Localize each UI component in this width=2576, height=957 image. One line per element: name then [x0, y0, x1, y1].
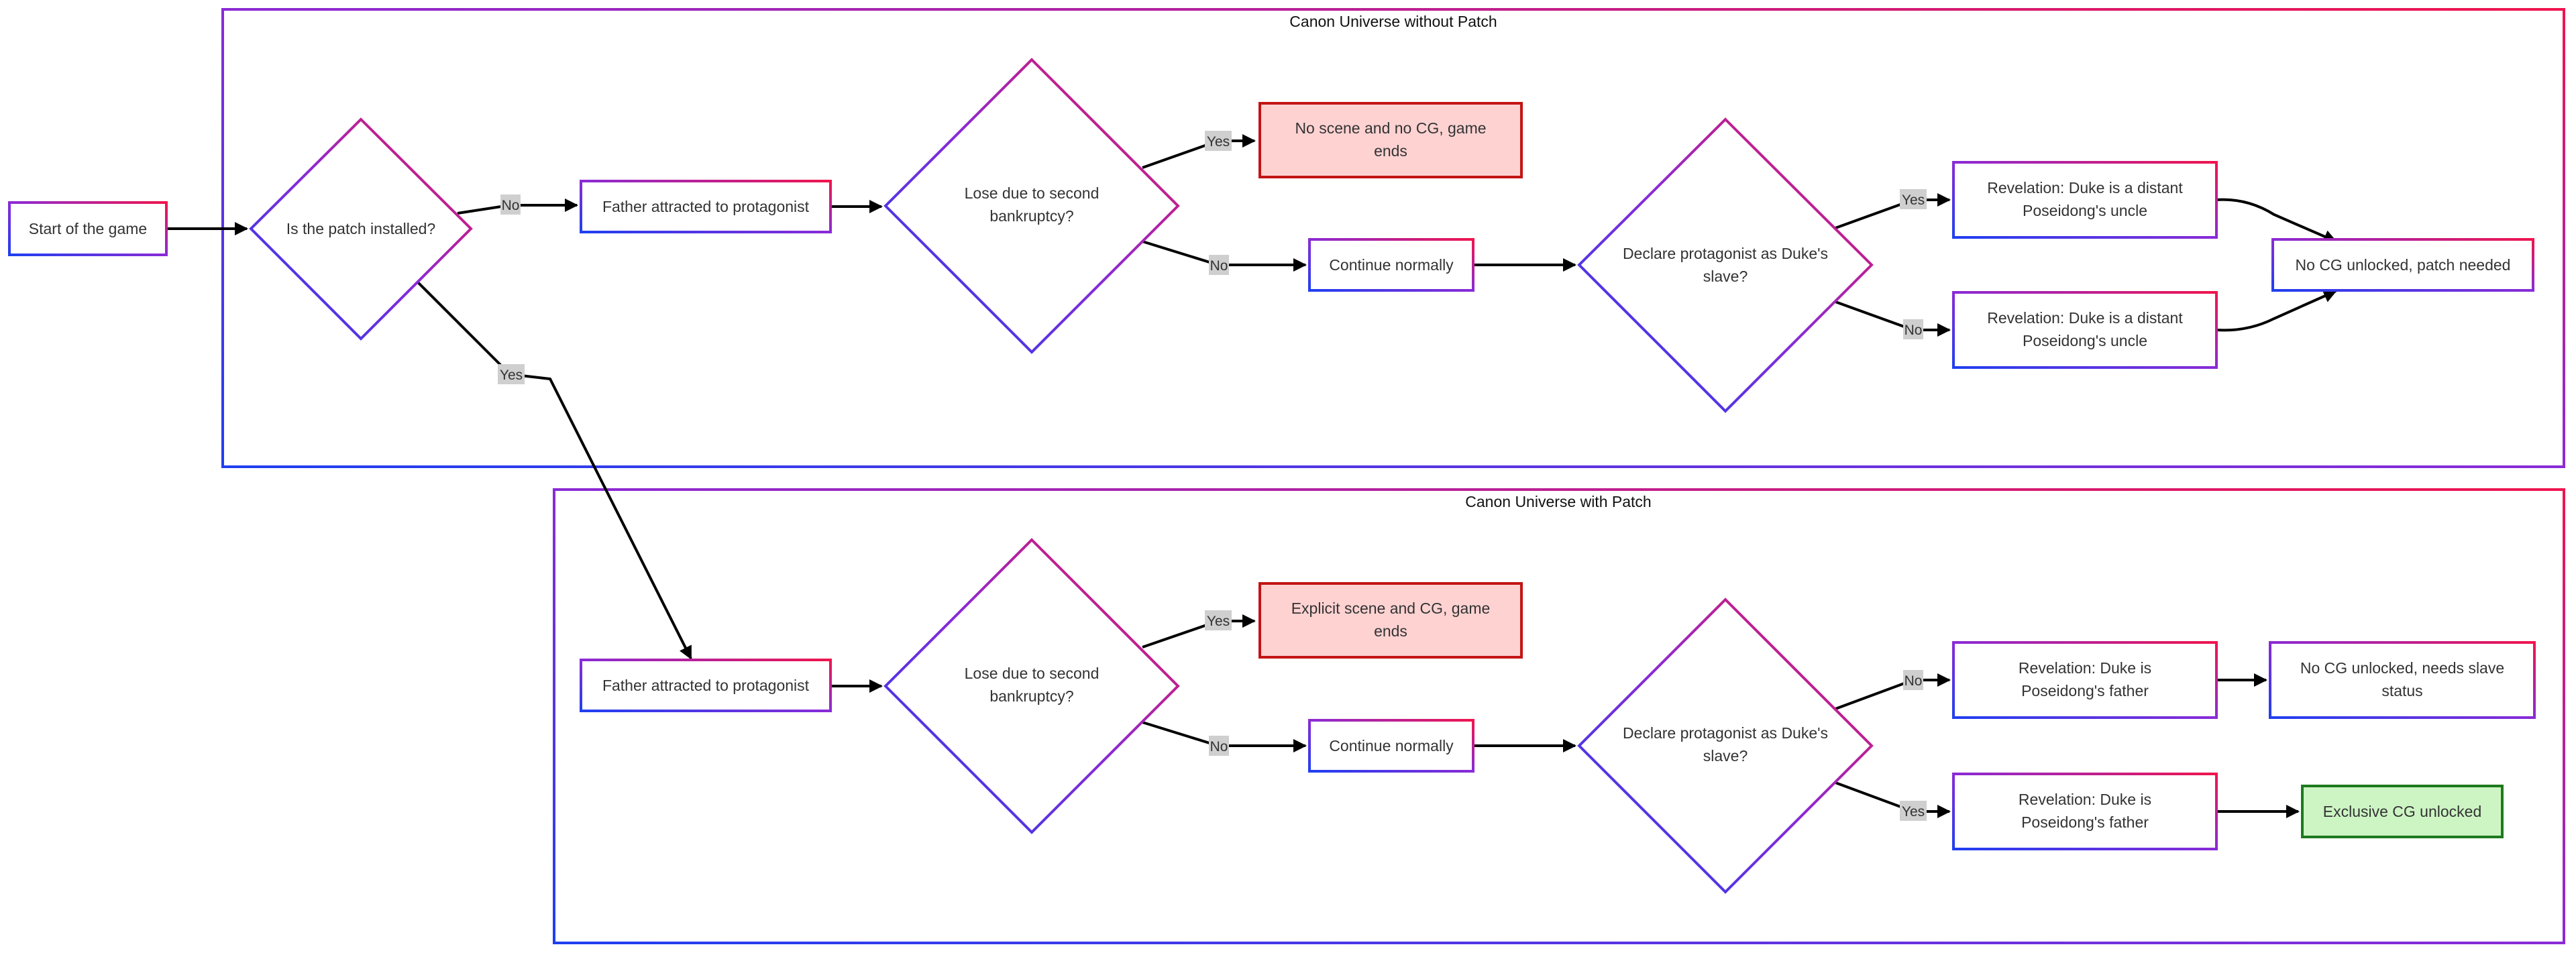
node-np-revelation-yes: Revelation: Duke is a distant Poseidong'…: [1952, 161, 2218, 239]
node-wp-revelation-no-line1: Revelation: Duke is: [2019, 659, 2151, 677]
node-np-game-ends: No scene and no CG, game ends: [1258, 102, 1523, 178]
node-np-revelation-yes-line2: Poseidong's uncle: [2023, 202, 2147, 219]
edge-label-wp-declare-yes: Yes: [1900, 801, 1927, 821]
node-start: Start of the game: [8, 201, 168, 256]
node-wp-result-no: No CG unlocked, needs slave status: [2269, 641, 2536, 719]
node-np-result-label: No CG unlocked, patch needed: [2296, 256, 2511, 274]
edge-label-wp-lose-no: No: [1209, 736, 1229, 756]
edge-np-lose-yes: [1142, 134, 1256, 169]
group-with-patch-title: Canon Universe with Patch: [1465, 493, 1651, 510]
node-wp-result-yes: Exclusive CG unlocked: [2301, 785, 2504, 838]
edge-patch-yes: [416, 280, 692, 660]
group-without-patch-title: Canon Universe without Patch: [1289, 13, 1497, 30]
node-np-father-attracted-label: Father attracted to protagonist: [602, 198, 810, 215]
svg-text:No: No: [1210, 258, 1228, 274]
node-np-game-ends-line1: No scene and no CG, game: [1295, 119, 1486, 137]
svg-text:No: No: [1210, 739, 1228, 754]
svg-text:No: No: [502, 198, 520, 213]
node-wp-game-ends-line2: ends: [1374, 622, 1407, 640]
svg-text:Yes: Yes: [1207, 614, 1230, 629]
node-wp-revelation-yes-line2: Poseidong's father: [2021, 813, 2149, 831]
edge-wp-declare-no: [1835, 673, 1951, 710]
decision-np-declare-line1: Declare protagonist as Duke's: [1623, 245, 1828, 262]
edge-np-rev-yes-to-result: [2216, 198, 2337, 243]
node-start-label: Start of the game: [29, 220, 147, 237]
svg-text:Yes: Yes: [1207, 134, 1230, 150]
svg-text:No: No: [1904, 323, 1923, 338]
node-np-father-attracted: Father attracted to protagonist: [580, 180, 832, 233]
edge-wp-lose-yes: [1142, 614, 1256, 649]
node-wp-game-ends: Explicit scene and CG, game ends: [1258, 582, 1523, 659]
decision-wp-declare-slave: Declare protagonist as Duke's slave?: [1577, 598, 1874, 894]
group-with-patch: Canon Universe with Patch: [553, 488, 2565, 944]
decision-np-declare-slave: Declare protagonist as Duke's slave?: [1577, 117, 1874, 413]
node-wp-father-attracted: Father attracted to protagonist: [580, 659, 832, 712]
decision-wp-declare-line2: slave?: [1703, 747, 1748, 765]
node-np-revelation-yes-line1: Revelation: Duke is a distant: [1987, 179, 2183, 196]
edge-np-declare-no: [1835, 300, 1951, 337]
edge-label-patch-no: No: [500, 194, 521, 215]
edge-label-wp-declare-no: No: [1903, 670, 1923, 690]
edge-labels: No Yes Yes No Yes No Yes No: [498, 131, 1927, 821]
decision-patch-installed-label: Is the patch installed?: [286, 220, 435, 237]
node-np-revelation-no-line2: Poseidong's uncle: [2023, 332, 2147, 349]
node-wp-revelation-no: Revelation: Duke is Poseidong's father: [1952, 641, 2218, 719]
edge-label-np-declare-no: No: [1903, 319, 1923, 339]
edge-wp-declare-yes: [1835, 781, 1951, 818]
node-wp-revelation-yes: Revelation: Duke is Poseidong's father: [1952, 773, 2218, 850]
edge-np-rev-no-to-result: [2216, 290, 2337, 332]
node-wp-result-no-line1: No CG unlocked, needs slave: [2300, 659, 2504, 677]
edge-label-np-declare-yes: Yes: [1900, 189, 1927, 209]
edge-label-np-lose-no: No: [1209, 255, 1229, 275]
node-np-game-ends-line2: ends: [1374, 142, 1407, 160]
decision-wp-lose-bankruptcy: Lose due to second bankruptcy?: [883, 538, 1180, 834]
svg-text:Yes: Yes: [500, 368, 523, 383]
decision-np-lose-bankruptcy: Lose due to second bankruptcy?: [883, 58, 1180, 354]
decision-patch-installed: Is the patch installed?: [249, 117, 473, 341]
node-np-revelation-no-line1: Revelation: Duke is a distant: [1987, 309, 2183, 327]
edge-label-np-lose-yes: Yes: [1205, 131, 1232, 151]
decision-np-lose-line2: bankruptcy?: [989, 207, 1073, 225]
svg-text:No: No: [1904, 673, 1923, 689]
decision-np-lose-line1: Lose due to second: [965, 184, 1099, 202]
node-wp-result-no-line2: status: [2381, 682, 2422, 699]
node-np-revelation-no: Revelation: Duke is a distant Poseidong'…: [1952, 291, 2218, 369]
node-np-continue-normally: Continue normally: [1308, 238, 1474, 292]
decision-wp-declare-line1: Declare protagonist as Duke's: [1623, 724, 1828, 742]
node-wp-revelation-no-line2: Poseidong's father: [2021, 682, 2149, 699]
group-without-patch: Canon Universe without Patch: [221, 8, 2565, 468]
decision-np-declare-line2: slave?: [1703, 268, 1748, 285]
svg-text:Yes: Yes: [1902, 804, 1925, 820]
node-np-result: No CG unlocked, patch needed: [2271, 238, 2534, 292]
node-wp-continue-label: Continue normally: [1329, 737, 1454, 754]
edge-label-wp-lose-yes: Yes: [1205, 610, 1232, 630]
node-wp-continue-normally: Continue normally: [1308, 719, 1474, 773]
node-wp-result-yes-label: Exclusive CG unlocked: [2323, 803, 2482, 820]
node-np-continue-label: Continue normally: [1329, 256, 1454, 274]
decision-wp-lose-line1: Lose due to second: [965, 665, 1099, 682]
decision-wp-lose-line2: bankruptcy?: [989, 687, 1073, 705]
node-wp-revelation-yes-line1: Revelation: Duke is: [2019, 791, 2151, 808]
node-wp-father-attracted-label: Father attracted to protagonist: [602, 677, 810, 694]
node-wp-game-ends-line1: Explicit scene and CG, game: [1291, 600, 1491, 617]
svg-text:Yes: Yes: [1902, 192, 1925, 208]
edge-label-patch-yes: Yes: [498, 364, 525, 384]
edge-np-declare-yes: [1835, 193, 1951, 229]
